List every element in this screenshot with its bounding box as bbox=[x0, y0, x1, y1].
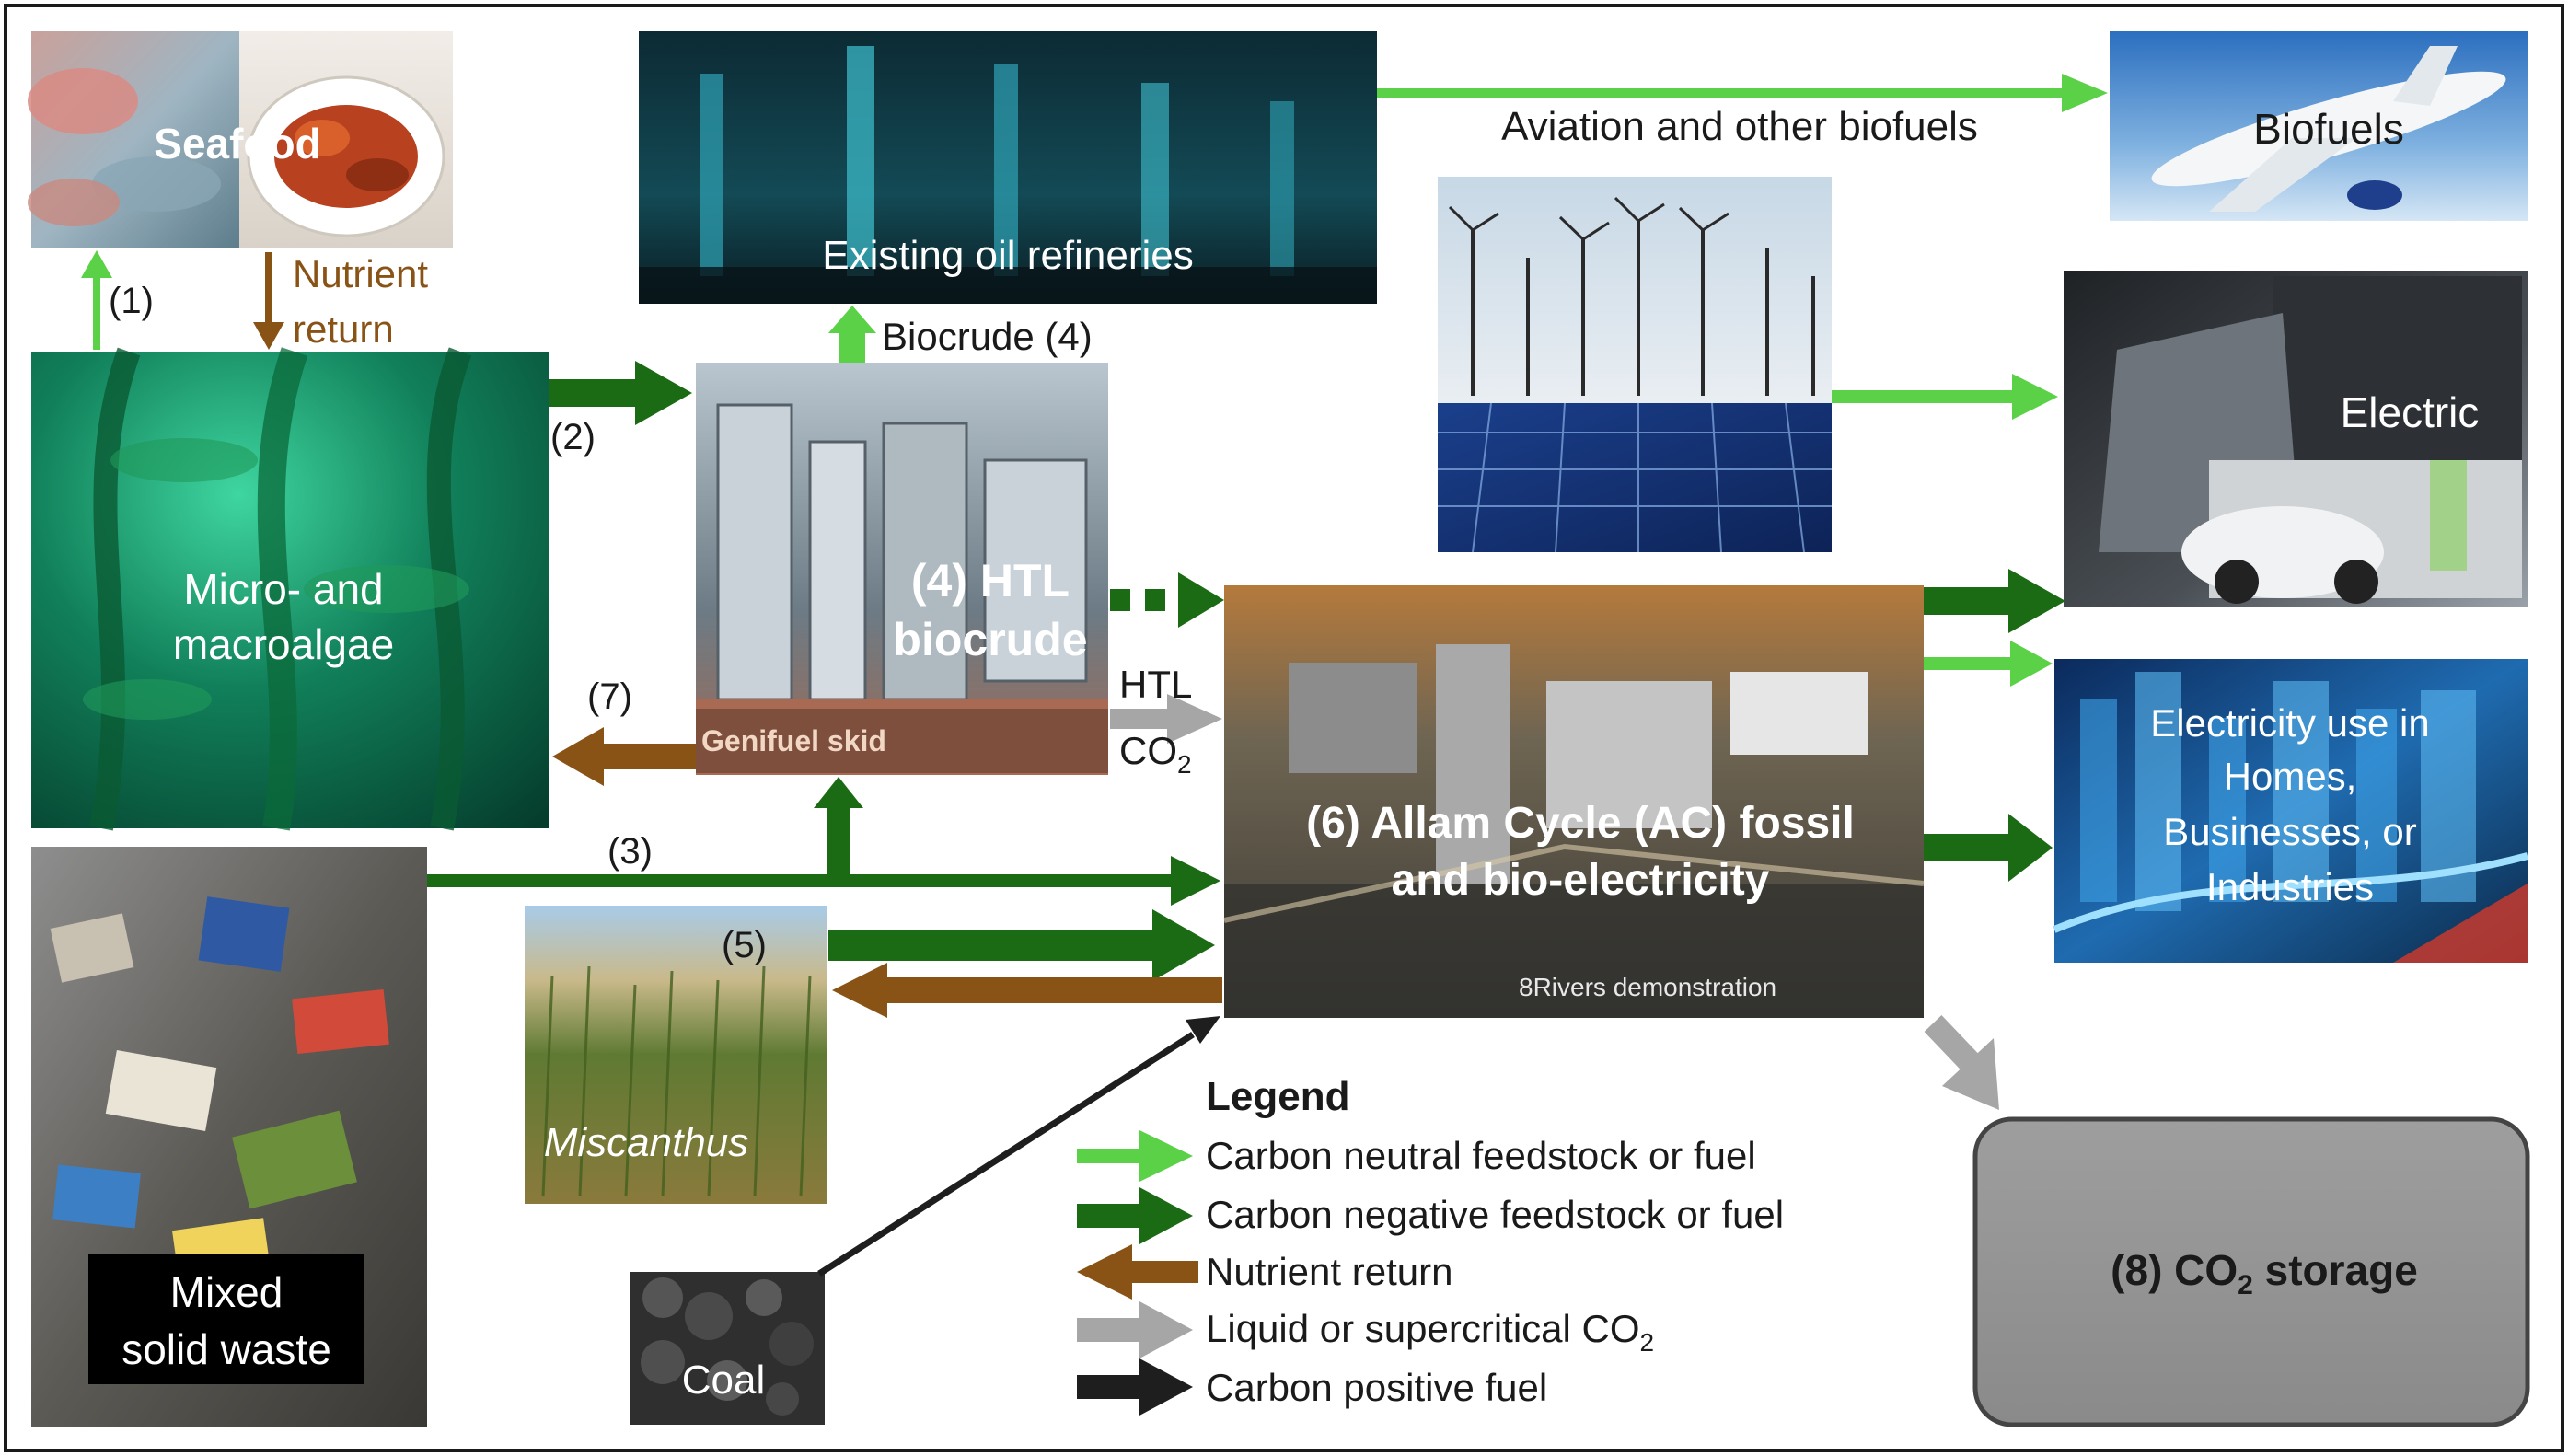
legend-title: Legend bbox=[1206, 1074, 1349, 1119]
seafood-image bbox=[28, 31, 453, 248]
legend: Legend Carbon neutral feedstock or fuel … bbox=[1077, 1074, 1784, 1416]
arrow-nutrient-htl-to-algae bbox=[552, 727, 696, 786]
miscanthus-label: Miscanthus bbox=[544, 1120, 749, 1165]
arrow-miscanthus-to-allam bbox=[828, 909, 1215, 981]
arrow-allam-to-city-neutral bbox=[1924, 641, 2053, 687]
waste-label-box bbox=[88, 1254, 364, 1384]
htl-label-line2: biocrude bbox=[893, 614, 1087, 665]
legend-swatch-nutrient-return bbox=[1077, 1244, 1198, 1300]
htl-label-line1: (4) HTL bbox=[911, 555, 1070, 607]
legend-label-co2: Liquid or supercritical CO2 bbox=[1206, 1307, 1654, 1357]
legend-swatch-carbon-positive bbox=[1077, 1358, 1193, 1416]
flow-label-1: (1) bbox=[109, 281, 154, 321]
arrow-renewables-to-electric bbox=[1832, 374, 2058, 420]
refinery-image bbox=[639, 31, 1377, 304]
algae-image bbox=[31, 347, 549, 831]
allam-plant-image bbox=[1223, 585, 1925, 1018]
coal-image bbox=[630, 1272, 825, 1425]
biofuels-label: Biofuels bbox=[2253, 105, 2404, 153]
arrow-htl-co2-to-allam bbox=[1110, 694, 1222, 744]
htl-image bbox=[696, 363, 1108, 775]
aviation-label: Aviation and other biofuels bbox=[1501, 104, 1978, 149]
co2-storage-box bbox=[1972, 1116, 2530, 1427]
arrow-htl-to-allam-dashed bbox=[1110, 572, 1224, 628]
nutrient-return-line2: return bbox=[293, 307, 394, 351]
waste-label-line1: Mixed bbox=[170, 1268, 283, 1316]
waste-label-line2: solid waste bbox=[121, 1325, 331, 1373]
htl-co2-label-line1: HTL bbox=[1119, 663, 1192, 706]
arrow-coal-to-allam bbox=[817, 1016, 1220, 1277]
city-image bbox=[2053, 659, 2529, 963]
arrow-htl-to-refinery bbox=[828, 306, 876, 363]
seafood-label: Seafood bbox=[154, 120, 320, 168]
arrow-allam-to-electric bbox=[1924, 569, 2065, 633]
nutrient-return-line1: Nutrient bbox=[293, 252, 428, 295]
refinery-label: Existing oil refineries bbox=[822, 233, 1194, 278]
legend-label-carbon-neutral: Carbon neutral feedstock or fuel bbox=[1206, 1134, 1756, 1177]
legend-label-nutrient-return: Nutrient return bbox=[1206, 1250, 1452, 1293]
arrow-allam-to-storage bbox=[1924, 1015, 1999, 1110]
algae-label-line2: macroalgae bbox=[173, 620, 394, 668]
arrow-waste-to-allam bbox=[427, 856, 1220, 906]
algae-label-line1: Micro- and bbox=[183, 565, 383, 613]
genifuel-skid-label: Genifuel skid bbox=[701, 724, 886, 757]
legend-label-carbon-negative: Carbon negative feedstock or fuel bbox=[1206, 1193, 1784, 1236]
arrow-nutrient-allam-to-miscanthus bbox=[832, 963, 1222, 1018]
biocrude-label: Biocrude (4) bbox=[882, 315, 1093, 358]
coal-label: Coal bbox=[682, 1358, 766, 1403]
airplane-image bbox=[2110, 31, 2528, 221]
arrow-waste-branch-to-htl bbox=[814, 777, 863, 880]
electric-label: Electric bbox=[2341, 388, 2480, 436]
legend-swatch-carbon-neutral bbox=[1077, 1130, 1193, 1182]
arrow-algae-to-htl bbox=[549, 361, 692, 425]
city-label-line2: Homes, bbox=[2224, 755, 2357, 798]
arrow-nutrient-seafood-to-algae bbox=[253, 252, 284, 350]
flow-label-2: (2) bbox=[550, 417, 596, 457]
allam-label-line2: and bio-electricity bbox=[1392, 856, 1770, 905]
allam-caption: 8Rivers demonstration bbox=[1519, 973, 1776, 1001]
legend-label-carbon-positive: Carbon positive fuel bbox=[1206, 1366, 1547, 1409]
city-label-line3: Businesses, or bbox=[2163, 810, 2416, 853]
city-label-line4: Industries bbox=[2206, 865, 2374, 908]
flow-label-3: (3) bbox=[607, 831, 653, 872]
miscanthus-image bbox=[525, 906, 827, 1204]
wind-solar-image bbox=[1438, 177, 1832, 553]
legend-swatch-co2 bbox=[1077, 1301, 1193, 1358]
legend-swatch-carbon-negative bbox=[1077, 1187, 1193, 1244]
arrow-algae-to-seafood bbox=[81, 250, 112, 350]
flow-label-5: (5) bbox=[722, 925, 767, 965]
allam-label-line1: (6) Allam Cycle (AC) fossil bbox=[1306, 799, 1855, 848]
arrow-allam-to-city-negative bbox=[1924, 814, 2053, 882]
city-label-line1: Electricity use in bbox=[2150, 701, 2429, 745]
flow-label-7: (7) bbox=[587, 676, 632, 717]
co2-storage-label: (8) CO2 storage bbox=[2111, 1246, 2418, 1300]
arrow-refinery-to-biofuels bbox=[1377, 74, 2108, 112]
electric-vehicle-image bbox=[2064, 271, 2528, 607]
htl-co2-label-line2: CO2 bbox=[1119, 729, 1192, 779]
